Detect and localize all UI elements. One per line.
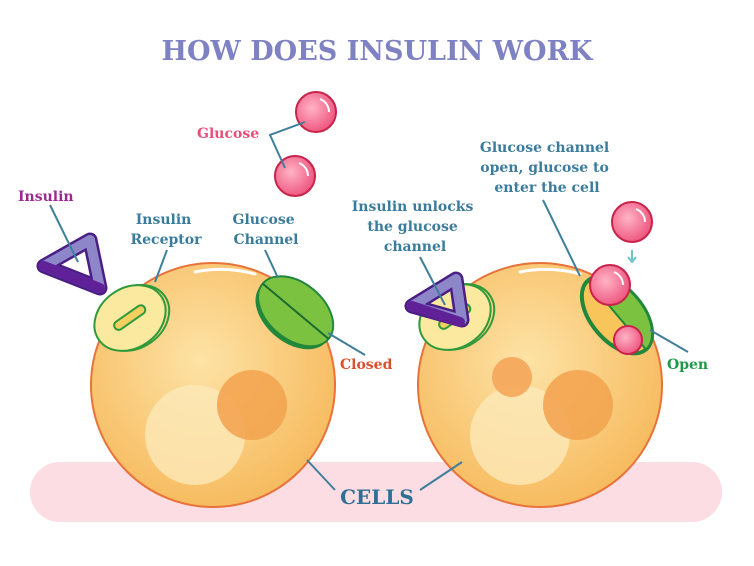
glucose-molecule [611, 201, 653, 243]
down-arrow-icon [627, 250, 637, 264]
glucose-channel-label: Glucose Channel [233, 212, 300, 248]
insulin-label: Insulin [18, 189, 74, 205]
insulin-molecule-left [36, 232, 108, 296]
glucose-channel-closed [255, 275, 335, 350]
cells-label: CELLS [340, 485, 414, 509]
glucose-molecule [274, 155, 316, 197]
closed-label: Closed [340, 357, 393, 373]
glucose-label: Glucose [197, 126, 259, 142]
insulin-receptor-left [93, 284, 171, 352]
open-label: Open [667, 357, 708, 373]
glucose-molecule [589, 264, 631, 306]
channel-open-label: Glucose channel open, glucose to enter t… [480, 140, 614, 196]
insulin-receptor-label: Insulin Receptor [131, 212, 203, 248]
insulin-molecule-right [404, 271, 470, 328]
insulin-unlocks-label: Insulin unlocks the glucose channel [352, 199, 478, 255]
glucose-molecule-entering [613, 325, 643, 355]
glucose-molecule [295, 91, 337, 133]
diagram-title: HOW DOES INSULIN WORK [162, 36, 594, 67]
